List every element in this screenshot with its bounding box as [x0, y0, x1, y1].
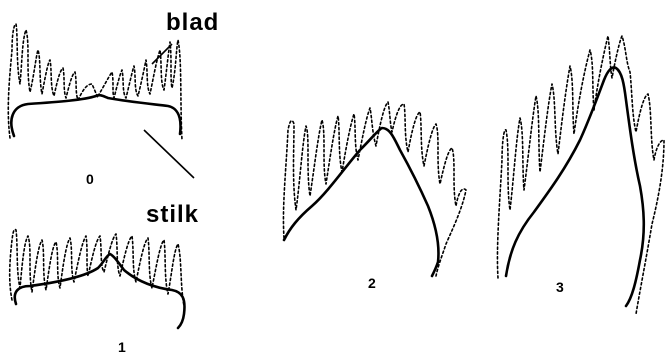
stage-1-label: 1 — [118, 339, 126, 355]
stage-0-leaf-outline — [8, 24, 182, 140]
stage-1-figure — [10, 229, 185, 328]
stage-2-label: 2 — [368, 275, 376, 291]
stalk-label: stilk — [146, 201, 199, 228]
stage-3-leaf-outline — [497, 36, 664, 314]
stage-1-stalk — [15, 254, 185, 328]
stage-3-label: 3 — [556, 279, 564, 295]
stalk-pointer-line — [144, 130, 194, 178]
stage-3-stalk — [506, 68, 644, 307]
stage-2-stalk — [284, 128, 439, 276]
stage-0-stalk — [11, 95, 180, 136]
stage-0-figure — [8, 24, 182, 140]
blade-label: blad — [166, 9, 219, 36]
stage-2-figure — [283, 102, 466, 276]
blade-pointer-line — [152, 44, 172, 64]
stage-3-figure — [497, 36, 664, 314]
stage-0-label: 0 — [86, 171, 94, 187]
